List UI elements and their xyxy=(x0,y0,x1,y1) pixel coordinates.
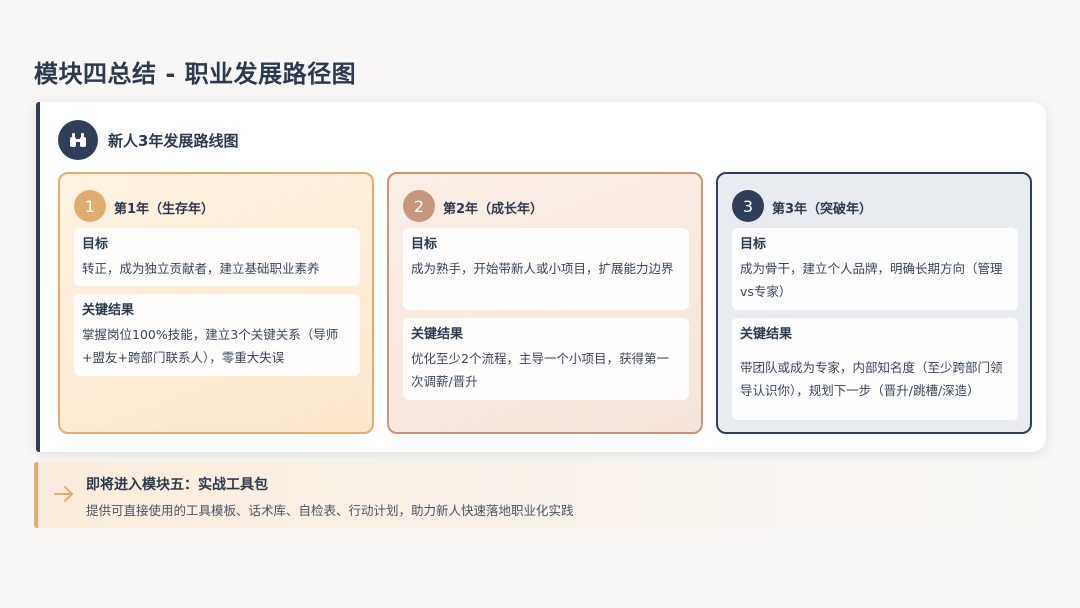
page-title: 模块四总结 - 职业发展路径图 xyxy=(34,60,357,88)
step-badge: 2 xyxy=(403,190,435,222)
goal-box: 目标 成为熟手，开始带新人或小项目，扩展能力边界 xyxy=(403,228,689,310)
roadmap-panel: 新人3年发展路线图 1 第1年（生存年） 目标 转正，成为独立贡献者，建立基础职… xyxy=(36,102,1046,452)
goal-text: 成为骨干，建立个人品牌，明确长期方向（管理vs专家） xyxy=(740,261,1003,299)
card-heading: 第2年（成长年） xyxy=(443,202,544,217)
result-label: 关键结果 xyxy=(82,303,135,318)
year-1-card: 1 第1年（生存年） 目标 转正，成为独立贡献者，建立基础职业素养 关键结果 掌… xyxy=(58,172,374,434)
goal-text: 转正，成为独立贡献者，建立基础职业素养 xyxy=(82,261,320,276)
result-text: 带团队或成为专家，内部知名度（至少跨部门领导认识你），规划下一步（晋升/跳槽/深… xyxy=(740,360,1003,398)
card-heading: 第3年（突破年） xyxy=(772,202,873,217)
footer-text: 提供可直接使用的工具模板、话术库、自检表、行动计划，助力新人快速落地职业化实践 xyxy=(86,503,574,518)
goal-box: 目标 转正，成为独立贡献者，建立基础职业素养 xyxy=(74,228,360,286)
next-module-banner: 即将进入模块五：实战工具包 提供可直接使用的工具模板、话术库、自检表、行动计划，… xyxy=(34,462,1046,528)
goal-label: 目标 xyxy=(411,237,438,252)
step-badge: 3 xyxy=(732,190,764,222)
result-label: 关键结果 xyxy=(740,327,793,342)
goal-label: 目标 xyxy=(740,237,767,252)
result-text: 掌握岗位100%技能，建立3个关键关系（导师+盟友+跨部门联系人），零重大失误 xyxy=(82,327,339,365)
goal-box: 目标 成为骨干，建立个人品牌，明确长期方向（管理vs专家） xyxy=(732,228,1018,310)
result-box: 关键结果 掌握岗位100%技能，建立3个关键关系（导师+盟友+跨部门联系人），零… xyxy=(74,294,360,376)
step-badge: 1 xyxy=(74,190,106,222)
result-box: 关键结果 带团队或成为专家，内部知名度（至少跨部门领导认识你），规划下一步（晋升… xyxy=(732,318,1018,420)
panel-title: 新人3年发展路线图 xyxy=(108,132,239,150)
card-heading: 第1年（生存年） xyxy=(114,202,215,217)
arrow-right-icon xyxy=(52,482,76,506)
goal-text: 成为熟手，开始带新人或小项目，扩展能力边界 xyxy=(411,261,674,276)
footer-title: 即将进入模块五：实战工具包 xyxy=(86,477,268,493)
result-text: 优化至少2个流程，主导一个小项目，获得第一次调薪/晋升 xyxy=(411,351,669,389)
result-label: 关键结果 xyxy=(411,327,464,342)
year-3-card: 3 第3年（突破年） 目标 成为骨干，建立个人品牌，明确长期方向（管理vs专家）… xyxy=(716,172,1032,434)
binoculars-icon xyxy=(58,120,98,160)
goal-label: 目标 xyxy=(82,237,109,252)
result-box: 关键结果 优化至少2个流程，主导一个小项目，获得第一次调薪/晋升 xyxy=(403,318,689,400)
year-2-card: 2 第2年（成长年） 目标 成为熟手，开始带新人或小项目，扩展能力边界 关键结果… xyxy=(387,172,703,434)
